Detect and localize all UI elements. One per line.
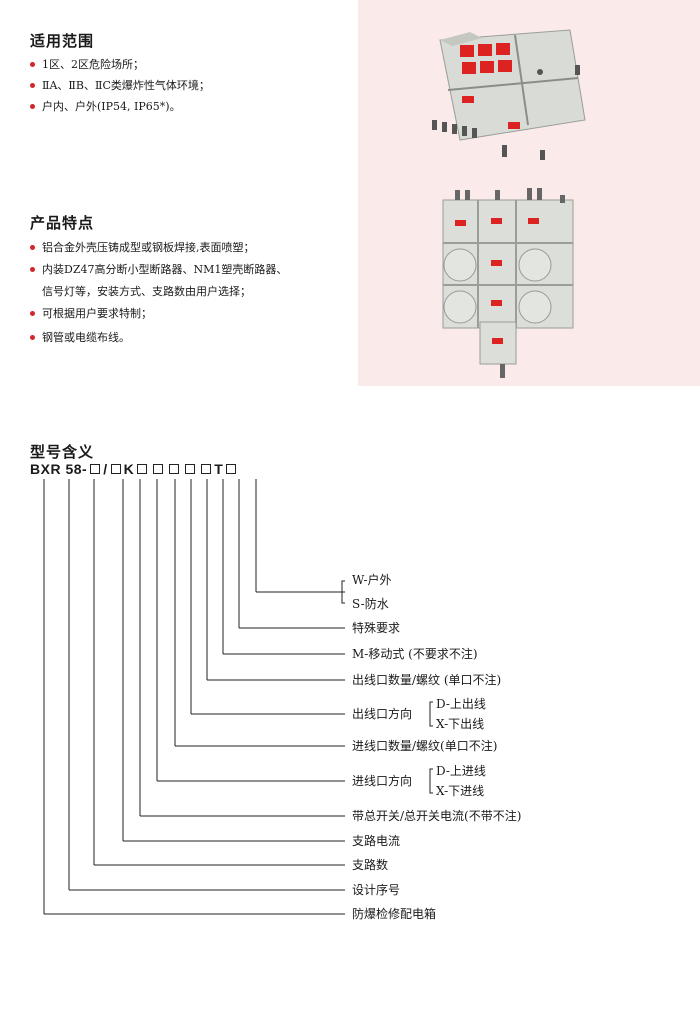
label-out-x: X-下出线: [436, 717, 485, 731]
bullet-icon: [30, 266, 35, 272]
distribution-box-image-2: [442, 188, 574, 378]
scope-title: 适用范围: [30, 32, 95, 50]
label-s: S-防水: [352, 597, 389, 611]
label-in-dir: 进线口方向: [352, 774, 413, 788]
feature-item: 内装DZ47高分断小型断路器、NM1塑壳断路器、: [30, 263, 287, 277]
feature-item-continuation: 信号灯等，安装方式、支路数由用户选择；: [42, 285, 251, 298]
scope-item: ⅡA、ⅡB、ⅡC类爆炸性气体环境；: [30, 79, 210, 93]
placeholder-box-icon: [110, 464, 121, 475]
bullet-icon: [30, 310, 35, 316]
label-out-qty: 出线口数量/螺纹 (单口不注): [352, 673, 502, 687]
label-in-qty: 进线口数量/螺纹(单口不注): [352, 739, 498, 753]
label-name: 防爆检修配电箱: [352, 907, 437, 921]
bullet-icon: [30, 82, 35, 88]
label-out-dir: 出线口方向: [352, 707, 413, 721]
label-design-no: 设计序号: [352, 883, 401, 897]
label-main-switch: 带总开关/总开关电流(不带不注): [352, 809, 522, 823]
scope-item: 1区、2区危险场所；: [30, 58, 144, 72]
placeholder-box-icon: [169, 464, 180, 475]
model-diagram-lines: [43, 479, 433, 915]
placeholder-box-icon: [185, 464, 196, 475]
label-out-d: D-上出线: [436, 697, 486, 711]
bullet-icon: [30, 61, 35, 67]
feature-item: 铝合金外壳压铸成型或钢板焊接,表面喷塑；: [30, 241, 255, 255]
placeholder-box-icon: [226, 464, 237, 475]
label-in-d: D-上进线: [436, 764, 486, 778]
label-mobile: M-移动式 (不要求不注): [352, 647, 478, 661]
model-title: 型号含义: [30, 443, 95, 461]
feature-item: 钢管或电缆布线。: [30, 331, 130, 345]
feature-item: 可根据用户要求特制；: [30, 307, 152, 321]
placeholder-box-icon: [153, 464, 164, 475]
placeholder-box-icon: [201, 464, 212, 475]
scope-item: 户内、户外(IP54, IP65*)。: [30, 100, 181, 114]
label-special: 特殊要求: [352, 621, 401, 635]
features-title: 产品特点: [30, 214, 95, 232]
label-w: W-户外: [352, 573, 392, 587]
label-branch-count: 支路数: [352, 858, 389, 872]
distribution-box-image-1: [432, 29, 586, 160]
label-in-x: X-下进线: [436, 784, 485, 798]
bullet-icon: [30, 244, 35, 250]
placeholder-box-icon: [90, 464, 101, 475]
label-branch-current: 支路电流: [352, 834, 401, 848]
bullet-icon: [30, 103, 35, 109]
placeholder-box-icon: [137, 464, 148, 475]
bullet-icon: [30, 334, 35, 340]
